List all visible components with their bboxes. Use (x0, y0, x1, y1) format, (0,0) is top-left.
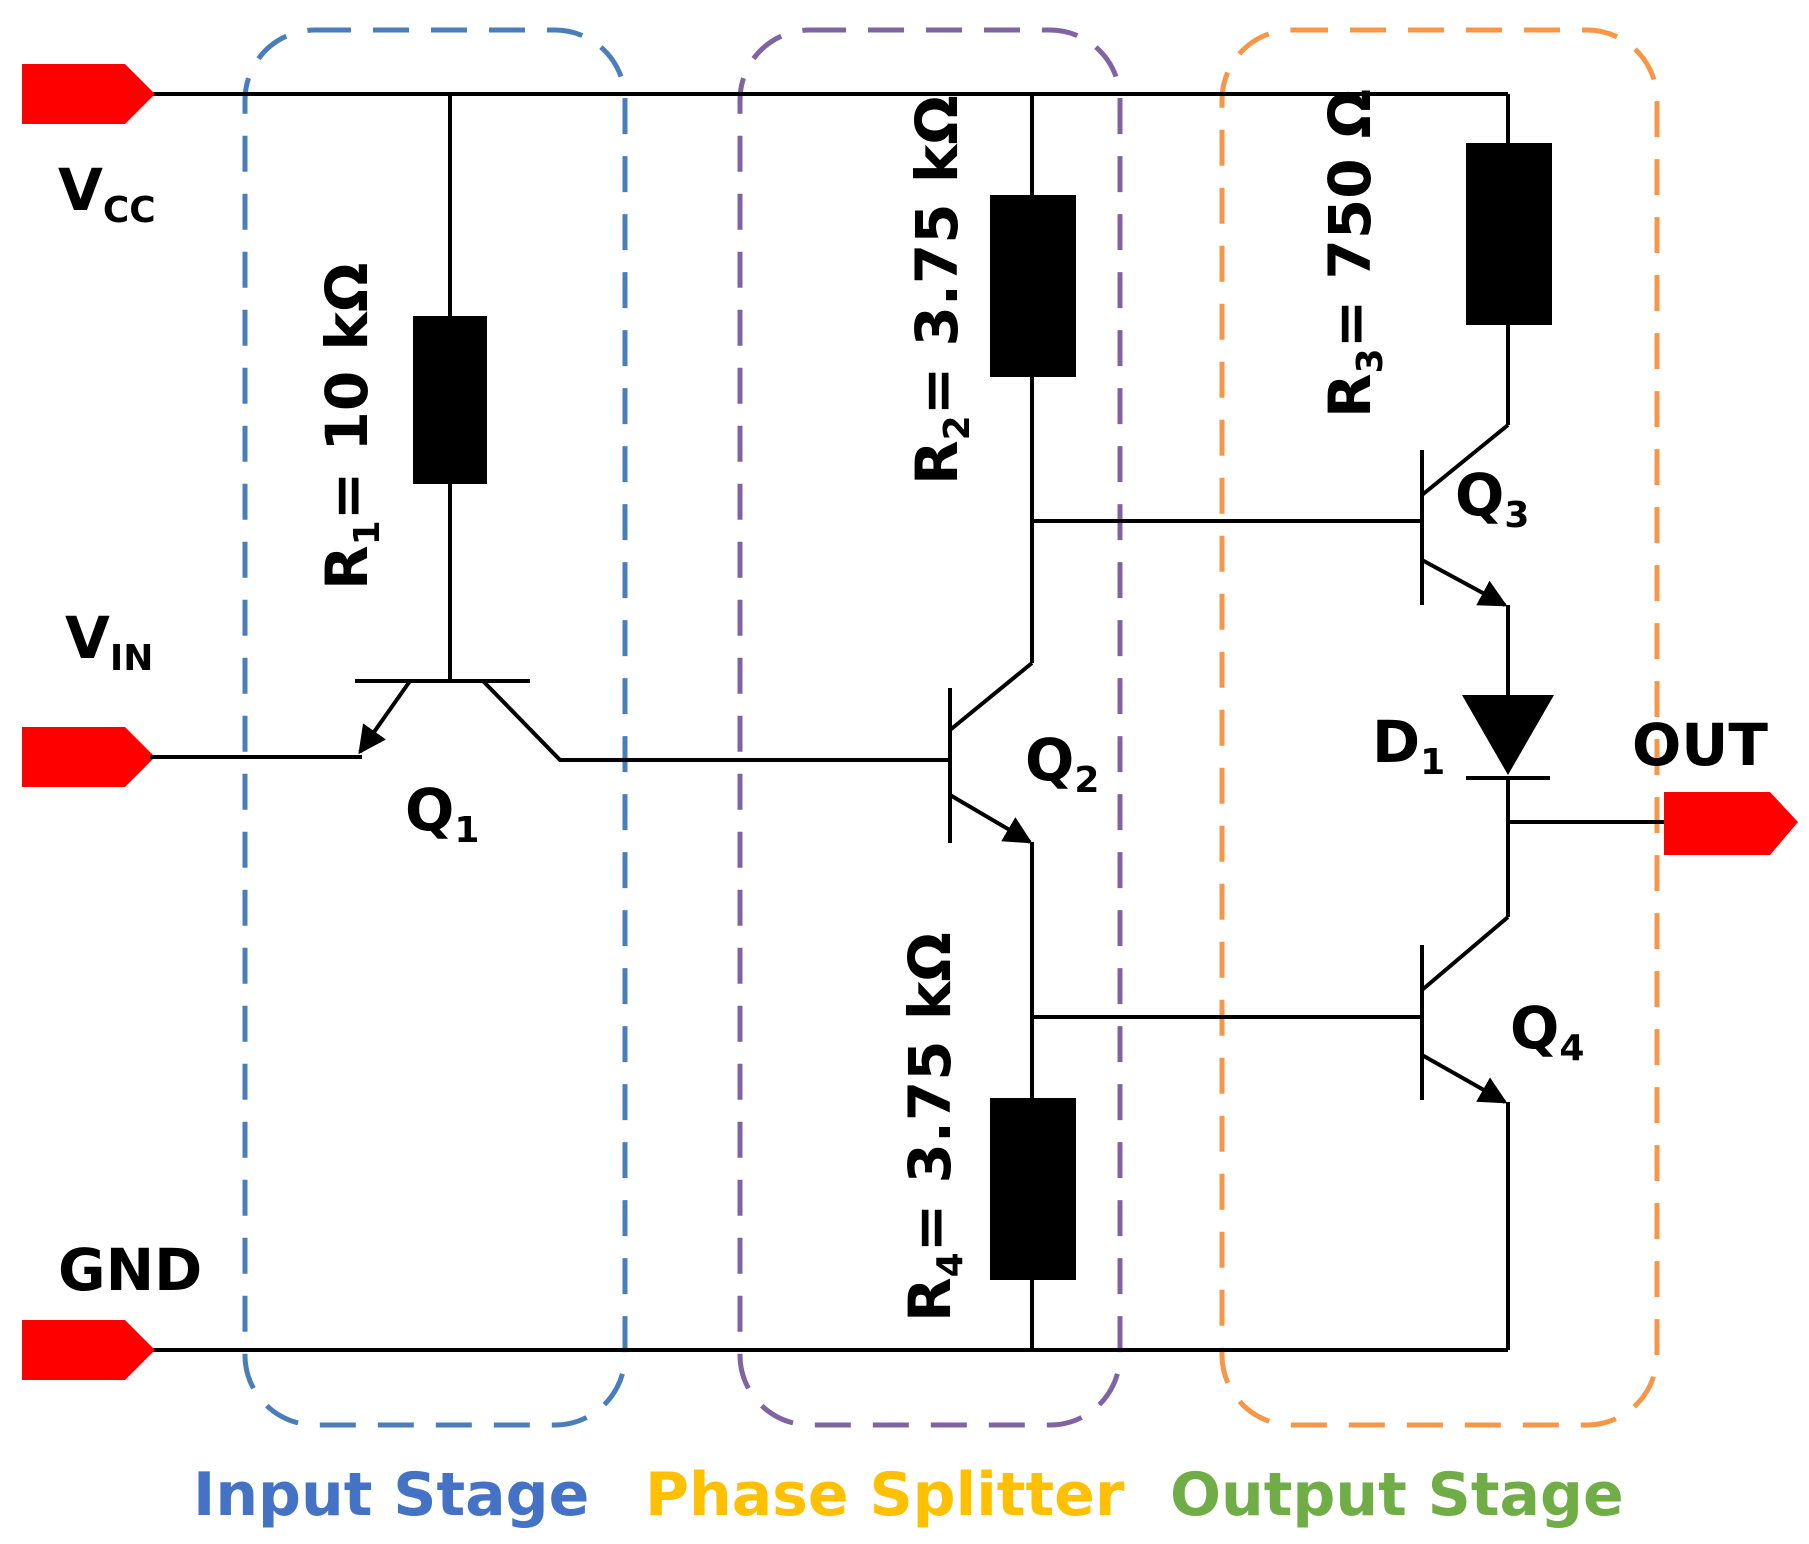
out-label: OUT (1632, 711, 1768, 779)
q4-label: Q4 (1510, 994, 1584, 1069)
q1-collector (481, 679, 950, 762)
vcc-label: VCC (58, 156, 156, 231)
vin-terminal[interactable] (22, 727, 155, 787)
d1-diode (1462, 695, 1554, 775)
d1-label: D1 (1372, 708, 1445, 783)
q4-emitter (1421, 1053, 1508, 1104)
q2-collector (948, 661, 1034, 732)
gnd-label: GND (58, 1236, 202, 1304)
r1-resistor (413, 316, 487, 484)
out-terminal[interactable] (1664, 792, 1798, 855)
q3-emitter (1421, 558, 1508, 607)
q2-label: Q2 (1025, 726, 1099, 801)
q1-emitter (358, 679, 412, 755)
output-stage-box (1219, 27, 1660, 1428)
gnd-terminal[interactable] (22, 1320, 155, 1380)
r2-resistor (990, 195, 1076, 377)
r1-label: R1= 10 kΩ (313, 263, 388, 590)
r3-resistor (1466, 143, 1552, 325)
q4-collector (1420, 915, 1510, 992)
r3-label: R3= 750 Ω (1316, 89, 1391, 418)
r4-resistor (990, 1098, 1076, 1280)
vin-label: VIN (65, 604, 153, 679)
q3-label: Q3 (1455, 461, 1529, 536)
phase-splitter-box (737, 27, 1123, 1428)
input-stage-caption: Input Stage (193, 1460, 589, 1530)
r4-label: R4= 3.75 kΩ (896, 932, 971, 1322)
vcc-terminal[interactable] (22, 64, 155, 124)
r2-label: R2= 3.75 kΩ (903, 95, 978, 485)
q2-emitter (948, 793, 1033, 844)
input-stage-box (242, 27, 628, 1428)
q1-label: Q1 (405, 776, 479, 851)
q3-collector (1420, 423, 1510, 497)
output-stage-caption: Output Stage (1170, 1460, 1624, 1530)
phase-splitter-caption: Phase Splitter (645, 1460, 1125, 1530)
